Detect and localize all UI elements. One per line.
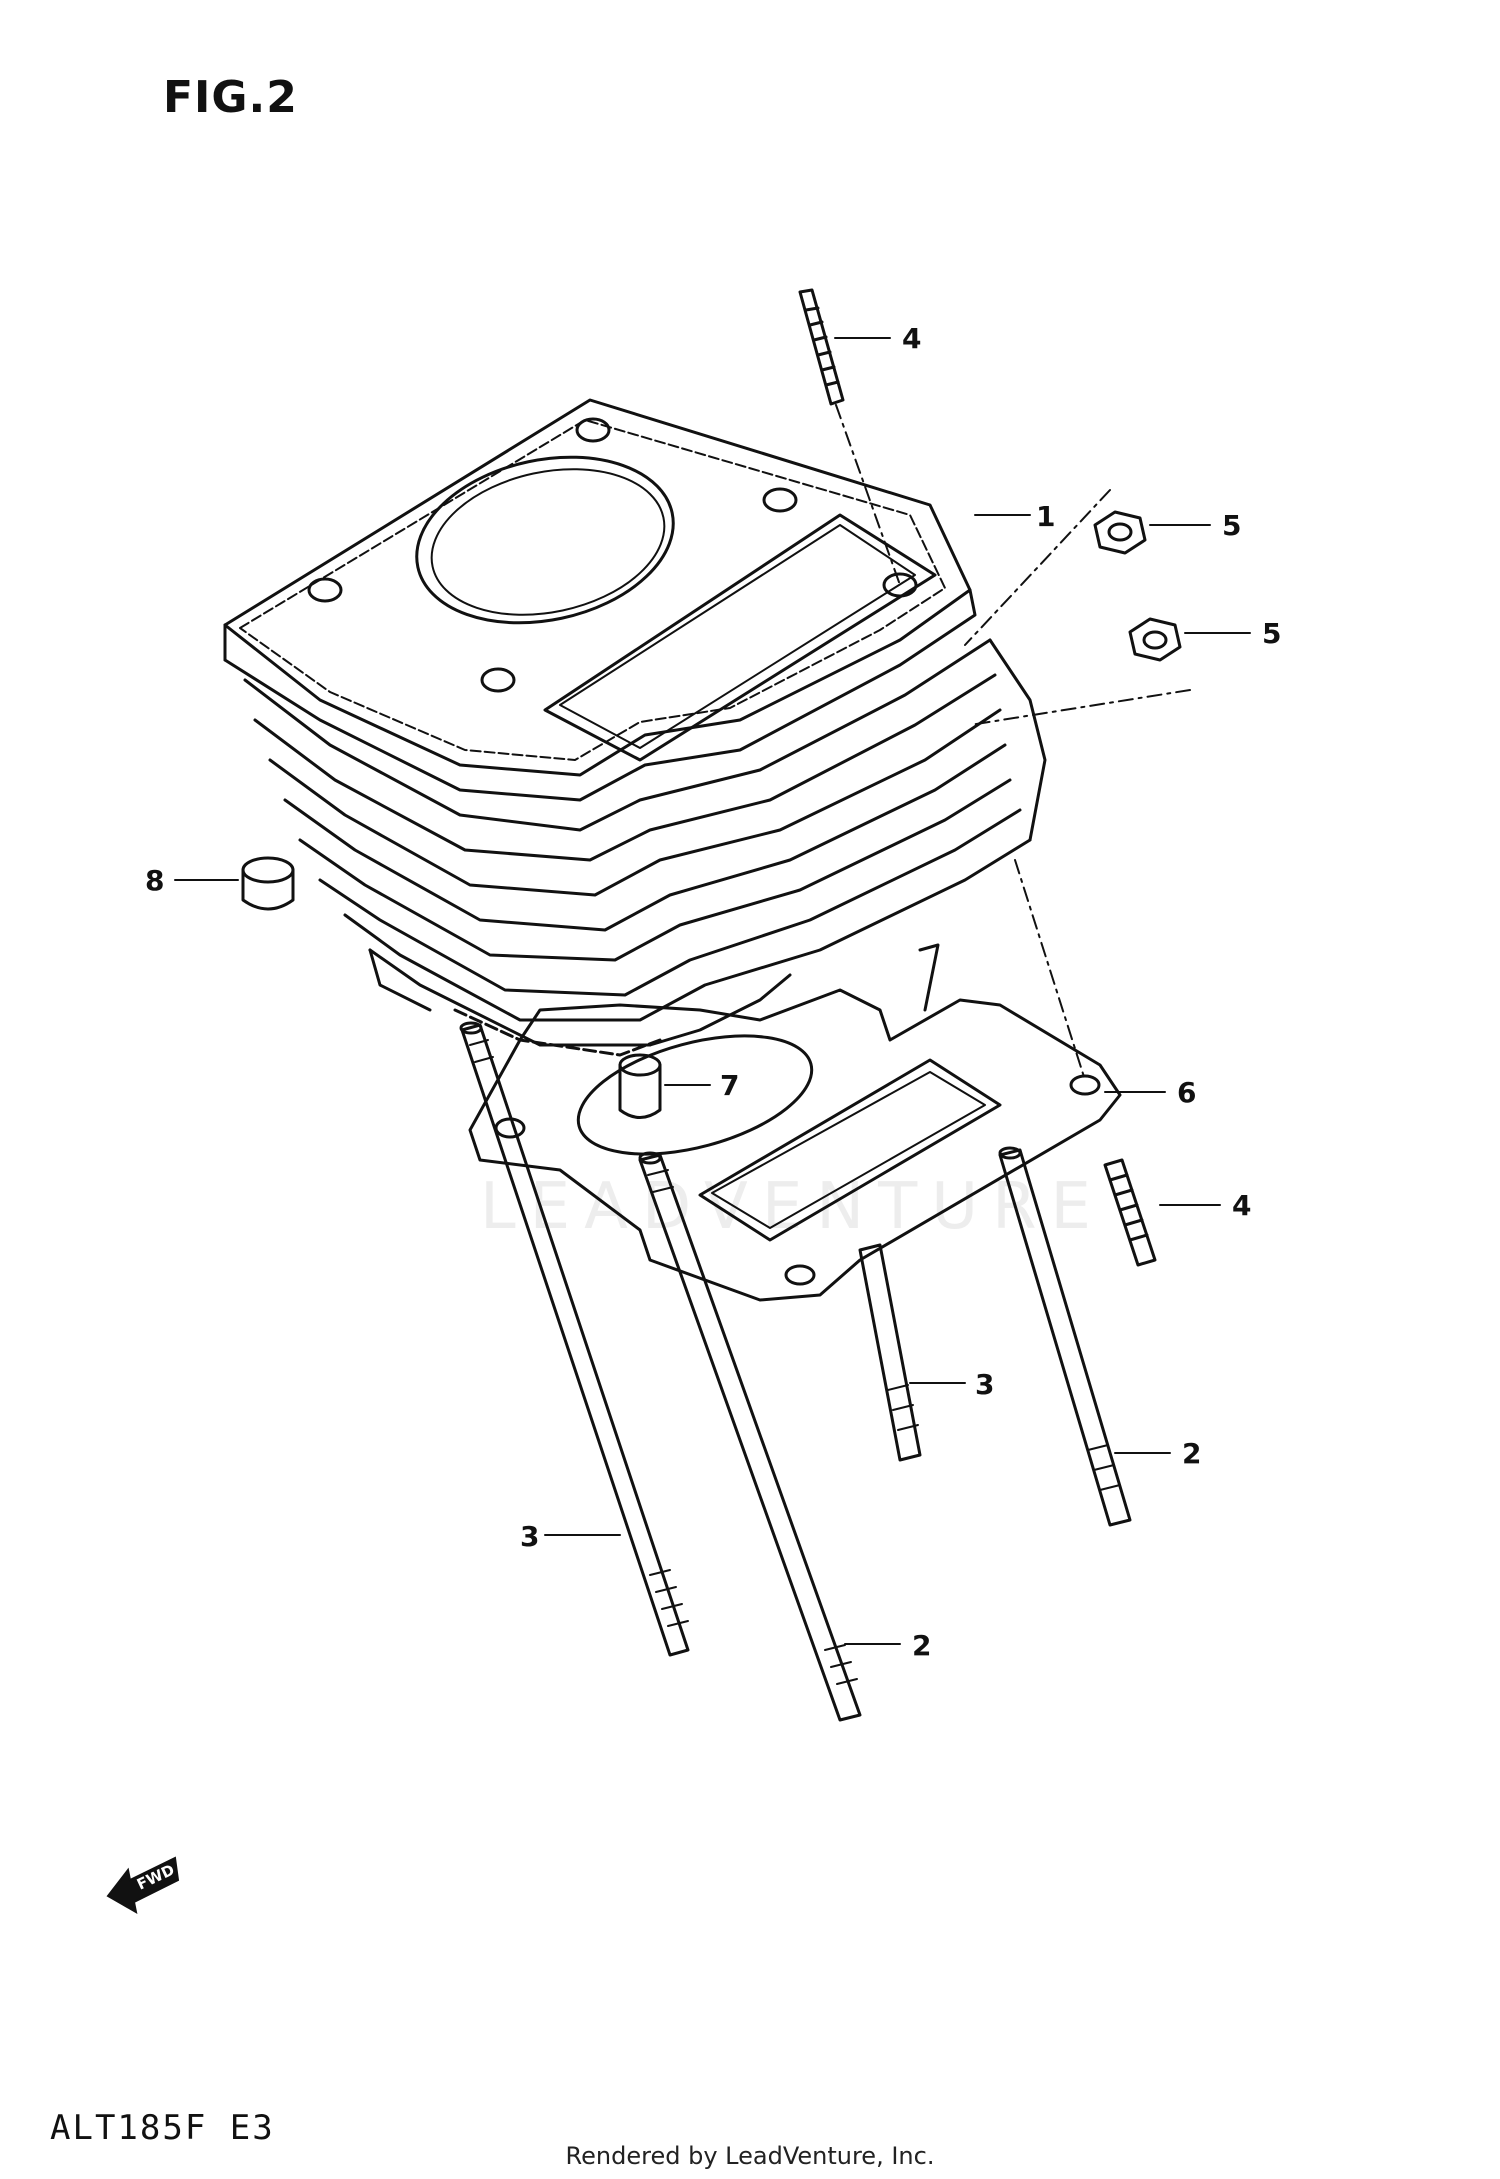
stud-upper — [798, 288, 845, 406]
callout-5-upper: 5 — [1222, 509, 1241, 542]
callout-5-lower: 5 — [1262, 617, 1281, 650]
callout-7: 7 — [720, 1069, 739, 1102]
figure-title: FIG.2 — [163, 72, 298, 123]
plug-cap — [241, 856, 295, 911]
callout-3-right: 3 — [975, 1368, 994, 1401]
stud-lower — [1103, 1158, 1157, 1267]
cylinder-fins — [223, 588, 1047, 1057]
model-code: ALT185F E3 — [50, 2108, 275, 2148]
long-studs — [459, 943, 1132, 1722]
callout-2-lower: 2 — [912, 1629, 931, 1662]
callout-4-lower: 4 — [1232, 1189, 1251, 1222]
leader-lines — [174, 337, 1251, 1645]
footer-credit: Rendered by LeadVenture, Inc. — [565, 2142, 935, 2170]
callout-4-upper: 4 — [902, 322, 921, 355]
nuts — [1093, 510, 1182, 662]
callout-1: 1 — [1036, 500, 1055, 533]
forward-arrow-icon: FWD — [106, 1856, 180, 1914]
callout-2-right: 2 — [1182, 1437, 1201, 1470]
cylinder-block — [223, 398, 972, 777]
dowel-pin — [618, 1053, 662, 1119]
callout-6: 6 — [1177, 1076, 1196, 1109]
cylinder-base-gasket — [468, 988, 1122, 1302]
callout-3-left: 3 — [520, 1520, 539, 1553]
callout-8: 8 — [145, 864, 164, 897]
